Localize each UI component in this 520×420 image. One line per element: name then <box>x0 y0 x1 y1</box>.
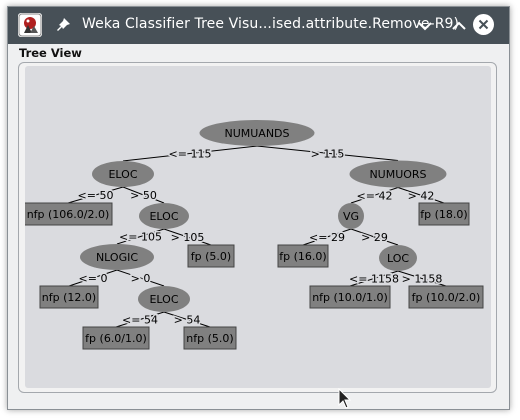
tree-edge <box>122 186 165 204</box>
tree-edge <box>397 187 445 204</box>
mouse-cursor-icon <box>338 387 352 410</box>
tree-edge <box>116 228 165 245</box>
split-node[interactable]: NLOGIC <box>80 244 154 270</box>
split-node[interactable]: NUMUORS <box>349 160 447 188</box>
leaf-node[interactable]: fp (18.0) <box>418 202 470 226</box>
edge-label: > 42 <box>408 189 435 202</box>
leaf-node-box <box>418 202 470 226</box>
decision-tree: <= 115 > 115 <= 50 > 50 <= 42 > 42 <= 105 > 105… <box>25 120 484 350</box>
edge-label: > 0 <box>131 272 151 285</box>
tree-edge <box>350 187 399 204</box>
tree-edge <box>302 228 352 246</box>
node-label: fp (6.0/1.0) <box>85 332 147 345</box>
split-node-ellipse <box>379 245 417 271</box>
tree-edge <box>256 145 399 161</box>
window-title: Weka Classifier Tree Visu...ised.attribu… <box>82 16 460 32</box>
edge-label: <= 50 <box>78 189 114 202</box>
split-node[interactable]: NUMUANDS <box>199 120 315 146</box>
edge-label: > 50 <box>130 189 157 202</box>
tree-edge <box>68 269 118 287</box>
split-node-ellipse <box>199 120 315 146</box>
edge-label: <= 105 <box>119 231 162 244</box>
edge-label: <= 1158 <box>349 273 399 286</box>
edge-label: <= 0 <box>79 272 108 285</box>
node-label: nfp (12.0) <box>42 291 96 304</box>
split-node-ellipse <box>80 244 154 270</box>
node-label: fp (16.0) <box>279 250 326 263</box>
node-label: nfp (5.0) <box>186 332 233 345</box>
tree-edge <box>163 311 211 328</box>
tree-view-panel: <= 115 > 115 <= 50 > 50 <= 42 > 42 <= 105 > 105… <box>18 62 497 393</box>
split-node[interactable]: ELOC <box>92 161 154 187</box>
node-label: fp (18.0) <box>420 208 467 221</box>
chevron-down-icon <box>418 22 432 31</box>
node-label: fp (5.0) <box>191 250 231 263</box>
leaf-node-box <box>309 285 391 309</box>
tree-edge <box>67 186 124 204</box>
leaf-node[interactable]: fp (6.0/1.0) <box>82 326 150 350</box>
tree-edge <box>116 269 165 287</box>
weka-app-icon[interactable] <box>18 13 42 37</box>
edge-label: <= 54 <box>122 314 158 327</box>
split-node-ellipse <box>138 286 190 312</box>
maximize-button[interactable] <box>447 14 471 38</box>
leaf-node-box <box>187 244 235 268</box>
chevron-up-icon <box>452 21 466 30</box>
edge-label: > 105 <box>171 231 205 244</box>
node-label: ELOC <box>149 210 178 223</box>
leaf-node-box <box>408 285 484 309</box>
split-node[interactable]: ELOC <box>138 286 190 312</box>
split-node[interactable]: LOC <box>379 245 417 271</box>
leaf-node-box <box>82 326 150 350</box>
edge-label: <= 115 <box>169 148 212 161</box>
node-label: LOC <box>387 252 409 265</box>
split-node-ellipse <box>92 161 154 187</box>
leaf-node[interactable]: nfp (106.0/2.0) <box>25 202 113 226</box>
title-bar[interactable]: Weka Classifier Tree Visu...ised.attribu… <box>8 7 509 44</box>
leaf-node[interactable]: fp (5.0) <box>187 244 235 268</box>
tree-edge <box>163 228 212 246</box>
pin-icon[interactable] <box>54 16 72 34</box>
node-label: VG <box>343 210 359 223</box>
close-icon <box>473 14 494 35</box>
tree-canvas[interactable]: <= 115 > 115 <= 50 > 50 <= 42 > 42 <= 105 > 105… <box>25 66 491 388</box>
tree-edge <box>122 145 258 162</box>
tree-edge <box>115 311 165 328</box>
tree-edge <box>397 270 447 287</box>
edge-label: > 29 <box>361 231 388 244</box>
leaf-node-box <box>277 244 329 268</box>
node-label: nfp (10.0/1.0) <box>312 291 388 304</box>
split-node-ellipse <box>338 203 364 229</box>
tree-edge <box>350 228 399 246</box>
node-label: fp (10.0/2.0) <box>412 291 481 304</box>
leaf-node-box <box>25 202 113 226</box>
tree-view-label: Tree View <box>19 46 82 60</box>
node-label: nfp (106.0/2.0) <box>27 208 110 221</box>
edge-label: <= 42 <box>357 189 393 202</box>
node-label: NUMUANDS <box>224 127 289 140</box>
leaf-node-box <box>183 326 237 350</box>
leaf-node[interactable]: nfp (12.0) <box>39 285 99 309</box>
leaf-node[interactable]: nfp (10.0/1.0) <box>309 285 391 309</box>
node-label: ELOC <box>108 168 137 181</box>
edge-label: > 115 <box>311 147 345 160</box>
weka-tree-visualizer-window: Weka Classifier Tree Visu...ised.attribu… <box>7 6 510 410</box>
node-label: ELOC <box>149 293 178 306</box>
edge-label: > 1158 <box>402 273 443 286</box>
leaf-node[interactable]: fp (16.0) <box>277 244 329 268</box>
minimize-button[interactable] <box>413 14 437 38</box>
leaf-node-box <box>39 285 99 309</box>
split-node[interactable]: VG <box>338 203 364 229</box>
split-node[interactable]: ELOC <box>139 203 189 229</box>
node-label: NLOGIC <box>96 251 138 264</box>
tree-edge <box>349 270 399 287</box>
split-node-ellipse <box>139 203 189 229</box>
edge-label: <= 29 <box>309 231 345 244</box>
leaf-node[interactable]: nfp (5.0) <box>183 326 237 350</box>
close-button[interactable] <box>472 13 495 36</box>
split-node-ellipse <box>349 160 447 188</box>
leaf-node[interactable]: fp (10.0/2.0) <box>408 285 484 309</box>
edge-label: > 54 <box>174 314 201 327</box>
node-label: NUMUORS <box>369 168 426 181</box>
